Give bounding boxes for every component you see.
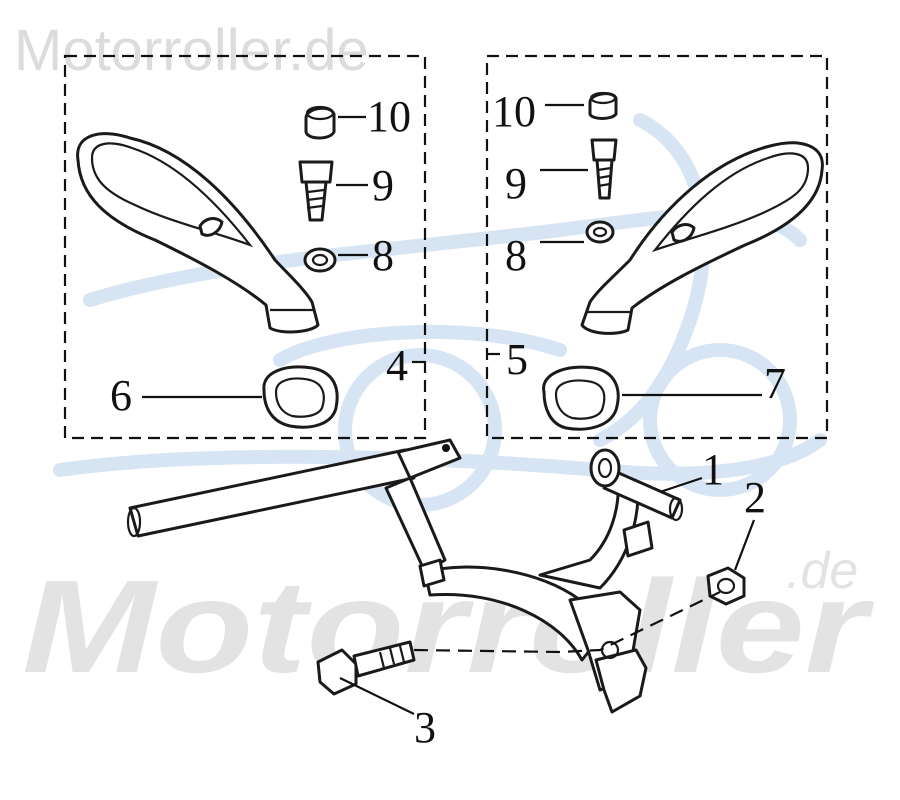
- watermark-top-text: Motorroller.de: [14, 18, 369, 83]
- left-bolt: [298, 160, 334, 222]
- callout-9-left: 9: [372, 161, 394, 210]
- right-bolt: [590, 138, 618, 200]
- callout-10-right: 10: [492, 87, 536, 136]
- left-cap-nut: [304, 105, 336, 140]
- callout-8-right: 8: [505, 231, 527, 280]
- right-cap-nut: [588, 91, 618, 120]
- callout-8-left: 8: [372, 231, 394, 280]
- left-mirror: [76, 132, 320, 334]
- right-mirror: [580, 141, 824, 335]
- callout-5: 5: [506, 335, 528, 384]
- callout-4: 4: [386, 341, 408, 390]
- stem-bolt: [316, 640, 416, 696]
- callout-3: 3: [414, 703, 436, 752]
- right-washer: [585, 220, 615, 244]
- callout-1: 1: [702, 445, 724, 494]
- stem-nut: [706, 566, 746, 606]
- watermark-domain-suffix: .de: [786, 542, 858, 600]
- callout-9-right: 9: [505, 159, 527, 208]
- left-mirror-group-box: [63, 54, 427, 440]
- callout-2: 2: [744, 473, 766, 522]
- assembly-dashed-line: [413, 591, 721, 654]
- right-grommet: [542, 365, 620, 431]
- left-washer: [303, 247, 337, 273]
- left-grommet: [262, 365, 339, 429]
- leader-lines: [142, 103, 762, 715]
- callout-10-left: 10: [367, 92, 411, 141]
- callout-7: 7: [764, 359, 786, 408]
- callout-6: 6: [110, 371, 132, 420]
- handlebar: [126, 438, 684, 714]
